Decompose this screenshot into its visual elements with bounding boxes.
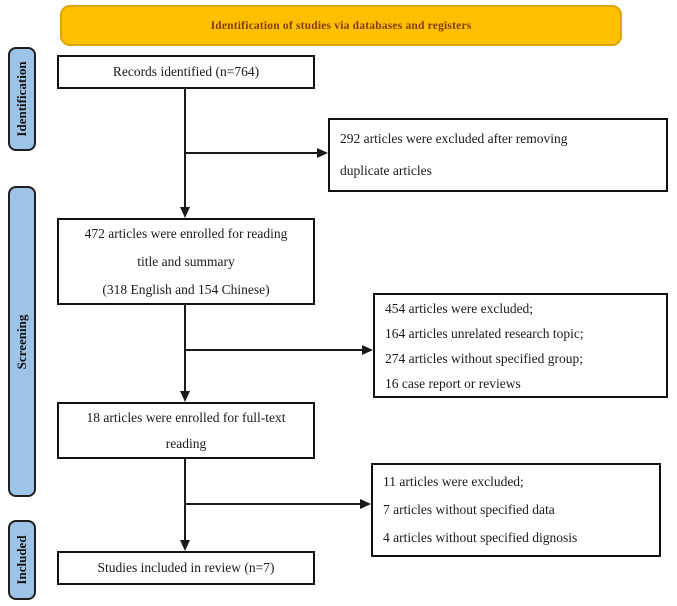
stage-tab-included: Included (8, 520, 36, 600)
exclusion-box-duplicates: 292 articles were excluded after removin… (328, 118, 668, 192)
exclusion-box-fulltext: 11 articles were excluded; 7 articles wi… (371, 463, 661, 557)
arrowhead-to-screening-excluded (362, 345, 373, 355)
arrowhead-included-down (180, 540, 190, 551)
banner: Identification of studies via databases … (60, 5, 622, 46)
flow-box-line: Records identified (n=764) (112, 64, 260, 79)
banner-title: Identification of studies via databases … (210, 19, 472, 32)
exclusion-line: duplicate articles (340, 163, 432, 178)
flow-box-line: Studies included in review (n=7) (97, 560, 275, 575)
stage-tab-label: Screening (14, 314, 29, 369)
exclusion-line: 274 articles without specified group; (385, 350, 583, 366)
arrowhead-screening-down (180, 391, 190, 402)
exclusion-line: 4 articles without specified dignosis (383, 530, 578, 545)
flow-box-title-summary-reading: 472 articles were enrolled for reading t… (57, 218, 315, 305)
exclusion-line: 7 articles without specified data (383, 502, 555, 517)
stage-tab-identification: Identification (8, 47, 36, 151)
flow-box-line: title and summary (137, 253, 235, 269)
exclusion-line: 292 articles were excluded after removin… (340, 131, 568, 146)
exclusion-line: 454 articles were excluded; (385, 300, 534, 316)
stage-tab-label: Identification (14, 61, 29, 137)
flow-box-line: (318 English and 154 Chinese) (102, 281, 270, 297)
exclusion-line: 16 case report or reviews (385, 375, 521, 391)
flow-box-studies-included: Studies included in review (n=7) (57, 551, 315, 585)
flow-box-fulltext-reading: 18 articles were enrolled for full-text … (57, 402, 315, 459)
flow-box-line: 472 articles were enrolled for reading (84, 225, 288, 241)
stage-tab-label: Included (14, 535, 29, 585)
exclusion-line: 164 articles unrelated research topic; (385, 325, 584, 341)
arrowhead-to-fulltext-excluded (360, 499, 371, 509)
stage-tab-screening: Screening (8, 186, 36, 497)
flow-box-line: 18 articles were enrolled for full-text (86, 409, 286, 425)
flow-box-records-identified: Records identified (n=764) (57, 55, 315, 89)
exclusion-box-screening: 454 articles were excluded; 164 articles… (373, 293, 668, 398)
arrowhead-to-duplicates-excluded (317, 148, 328, 158)
exclusion-line: 11 articles were excluded; (383, 474, 524, 489)
flow-box-line: reading (165, 435, 207, 451)
arrowhead-identification-down (180, 207, 190, 218)
